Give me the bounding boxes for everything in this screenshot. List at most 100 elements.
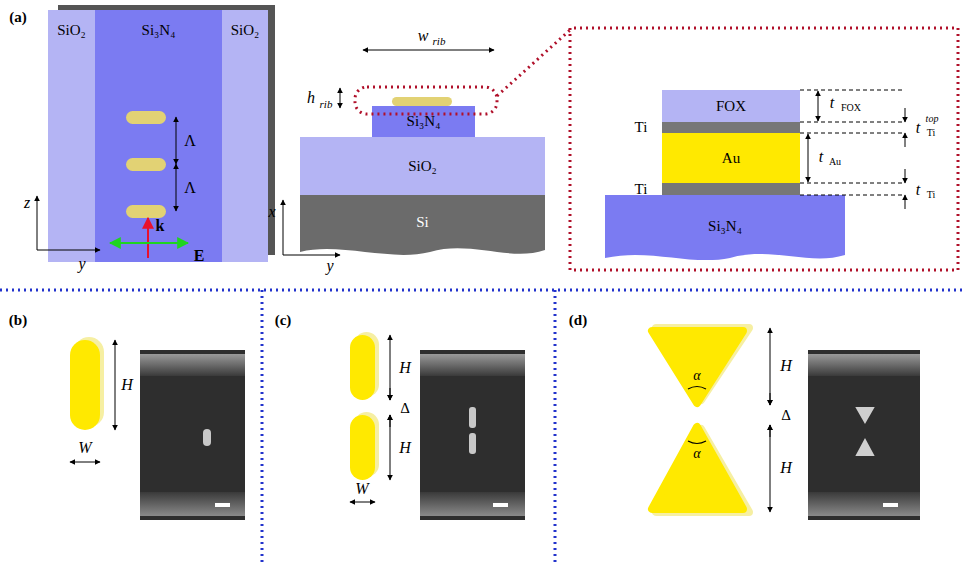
dimension-label: H — [399, 360, 411, 376]
gold-particle — [350, 415, 375, 480]
dimension-line — [115, 340, 116, 430]
si3n4-waveguide — [95, 10, 222, 262]
panel-label: (c) — [275, 313, 292, 328]
e-field — [110, 242, 188, 244]
layer-label: Si₃N₄ — [708, 218, 742, 235]
dimension-label: W — [355, 481, 368, 497]
dimension-label: Ti — [927, 190, 936, 200]
panel-label: (b) — [9, 313, 27, 328]
angle-arc — [688, 441, 706, 444]
dimension-label: t — [819, 149, 823, 165]
ti-layer — [662, 122, 800, 133]
axis — [37, 250, 100, 251]
sem-band — [808, 354, 920, 376]
sem-band — [140, 354, 245, 376]
gold-particle — [350, 335, 375, 400]
sem-band — [808, 492, 920, 516]
dimension-line — [70, 462, 100, 463]
dimension-line — [905, 169, 906, 183]
dimension-label: E — [194, 248, 205, 264]
extension-line — [800, 133, 905, 134]
dimension-label: rib — [320, 99, 333, 110]
layer-label: Si₃N₄ — [407, 113, 441, 130]
dimension-label: y — [78, 256, 85, 272]
dimension-label: FOX — [841, 103, 861, 113]
period-arrow — [176, 117, 177, 164]
layer-box: Si — [300, 195, 545, 250]
dimension-line — [770, 328, 771, 405]
period-arrow — [176, 164, 177, 211]
sem-particle — [857, 408, 873, 422]
dimension-label: H — [399, 440, 411, 456]
gold-particle — [392, 97, 452, 106]
dimension-label: α — [693, 369, 700, 383]
layer-label: SiO₂ — [408, 158, 437, 175]
dimension-label: y — [326, 258, 333, 274]
scale-bar — [883, 503, 898, 507]
sio2-layer — [300, 137, 545, 195]
layer-label: Si — [416, 214, 429, 231]
extension-line — [800, 183, 905, 184]
separator — [554, 290, 557, 565]
sem-image — [808, 350, 920, 520]
sem-band — [140, 492, 245, 516]
extension-line — [800, 195, 905, 196]
dimension-line — [340, 88, 341, 108]
dimension-label: W — [78, 440, 91, 456]
dimension-line — [390, 415, 391, 480]
au-layer — [662, 133, 800, 183]
gold-particle — [126, 111, 166, 124]
dimension-label: rib — [433, 36, 446, 47]
dimension-label: t — [916, 120, 920, 136]
separator — [261, 290, 264, 565]
dimension-line — [770, 425, 771, 512]
dimension-label: z — [24, 195, 30, 211]
sem-image — [140, 350, 245, 520]
zoom-region — [355, 87, 497, 114]
dimension-line — [390, 388, 391, 400]
panel-label: (d) — [569, 313, 587, 328]
dimension-line — [808, 134, 809, 182]
dimension-label: Λ — [184, 180, 196, 196]
gold-particle — [70, 340, 100, 430]
axis — [283, 200, 284, 255]
dimension-label: Ti — [927, 128, 936, 138]
fox-layer — [662, 90, 800, 122]
axis — [283, 255, 340, 256]
dimension-label: H — [121, 377, 133, 393]
dimension-line — [905, 108, 906, 122]
dimension-label: Ti — [635, 182, 648, 197]
dimension-label: top — [926, 114, 939, 124]
layer-label: FOX — [716, 98, 746, 115]
layer-label: Au — [722, 150, 740, 167]
dimension-line — [350, 502, 375, 503]
extension-line — [800, 122, 905, 123]
dimension-label: H — [780, 358, 792, 374]
dimension-label: Δ — [400, 401, 410, 416]
zoom-leader — [497, 30, 570, 96]
layer-box: Si₃N₄ — [372, 106, 475, 137]
dimension-label: k — [156, 218, 165, 234]
dimension-line — [818, 91, 819, 121]
si3n4-layer — [605, 195, 845, 260]
layer-label: SiO₂ — [231, 22, 260, 39]
layer-box: SiO₂ — [48, 10, 95, 262]
layer-box: SiO₂ — [222, 10, 268, 262]
dimension-line — [390, 335, 391, 400]
dimension-label: Ti — [635, 120, 648, 135]
scale-bar — [493, 503, 508, 507]
dimension-label: x — [268, 204, 275, 220]
sio2-cladding — [48, 10, 95, 262]
layer-box: SiO₂ — [300, 137, 545, 195]
axis — [37, 196, 38, 250]
layer-box: Au — [662, 133, 800, 183]
sem-image — [420, 350, 525, 520]
layer-label: SiO₂ — [57, 22, 86, 39]
dimension-label: Δ — [781, 408, 791, 423]
layer-label: Si₃N₄ — [142, 22, 176, 39]
extension-line — [800, 90, 905, 91]
dimension-label: Λ — [184, 133, 196, 149]
dimension-label: t — [916, 182, 920, 198]
sem-particle — [203, 429, 211, 446]
